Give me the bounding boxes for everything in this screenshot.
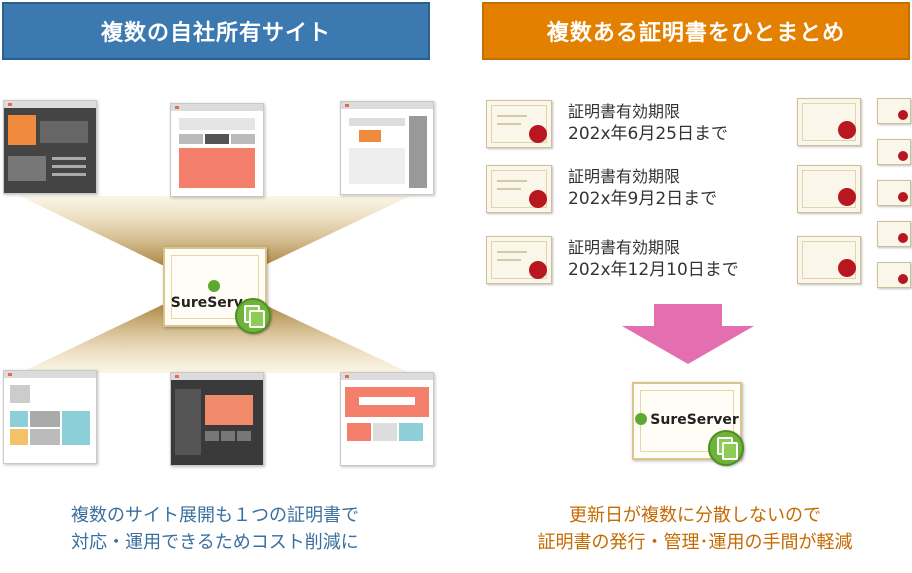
certificate-icon-5 — [797, 165, 861, 213]
left-header-text: 複数の自社所有サイト — [100, 21, 331, 46]
multi-domain-badge-icon — [708, 430, 744, 466]
sureserver-brand-text: SureServer — [650, 412, 739, 428]
beam-bottom — [20, 305, 410, 373]
right-caption-line-2: 証明書の発行・管理･運用の手間が軽減 — [537, 532, 853, 553]
down-arrow-icon — [622, 304, 754, 364]
certificate-icon-small-5 — [877, 262, 911, 288]
certificate-icon-small-3 — [877, 180, 911, 206]
certificate-icon-small-1 — [877, 98, 911, 124]
left-caption: 複数のサイト展開も１つの証明書で 対応・運用できるためコスト削減に — [20, 502, 410, 556]
lock-icon — [635, 413, 648, 425]
website-thumbnail-3 — [340, 101, 434, 195]
certificate-label-2: 証明書有効期限 — [568, 167, 681, 186]
right-header: 複数ある証明書をひとまとめ — [482, 2, 910, 60]
certificate-icon-4 — [797, 98, 861, 146]
certificate-info-3: 証明書有効期限 202x年12月10日まで — [568, 237, 739, 281]
left-caption-line-1: 複数のサイト展開も１つの証明書で — [71, 505, 359, 526]
right-header-text: 複数ある証明書をひとまとめ — [546, 21, 846, 46]
website-thumbnail-2 — [170, 103, 264, 197]
certificate-icon-2 — [486, 165, 552, 213]
certificate-icon-6 — [797, 236, 861, 284]
certificate-label-1: 証明書有効期限 — [568, 102, 681, 121]
left-header: 複数の自社所有サイト — [2, 2, 430, 60]
right-caption-line-1: 更新日が複数に分散しないので — [569, 505, 821, 526]
website-thumbnail-6 — [340, 372, 434, 466]
multi-domain-badge-icon — [235, 298, 271, 334]
certificate-info-1: 証明書有効期限 202x年6月25日まで — [568, 101, 728, 145]
certificate-date-2: 202x年9月2日まで — [568, 189, 718, 209]
certificate-icon-1 — [486, 100, 552, 148]
right-caption: 更新日が複数に分散しないので 証明書の発行・管理･運用の手間が軽減 — [480, 502, 910, 556]
certificate-icon-3 — [486, 236, 552, 284]
certificate-date-3: 202x年12月10日まで — [568, 260, 739, 280]
certificate-label-3: 証明書有効期限 — [568, 238, 681, 257]
beam-top — [20, 196, 410, 265]
website-thumbnail-4 — [3, 370, 97, 464]
lock-icon — [207, 280, 220, 292]
certificate-icon-small-2 — [877, 139, 911, 165]
certificate-icon-small-4 — [877, 221, 911, 247]
left-caption-line-2: 対応・運用できるためコスト削減に — [71, 532, 359, 553]
website-thumbnail-1 — [3, 100, 97, 194]
certificate-info-2: 証明書有効期限 202x年9月2日まで — [568, 166, 717, 210]
website-thumbnail-5 — [170, 372, 264, 466]
certificate-date-1: 202x年6月25日まで — [568, 124, 728, 144]
light-beams — [20, 196, 410, 373]
